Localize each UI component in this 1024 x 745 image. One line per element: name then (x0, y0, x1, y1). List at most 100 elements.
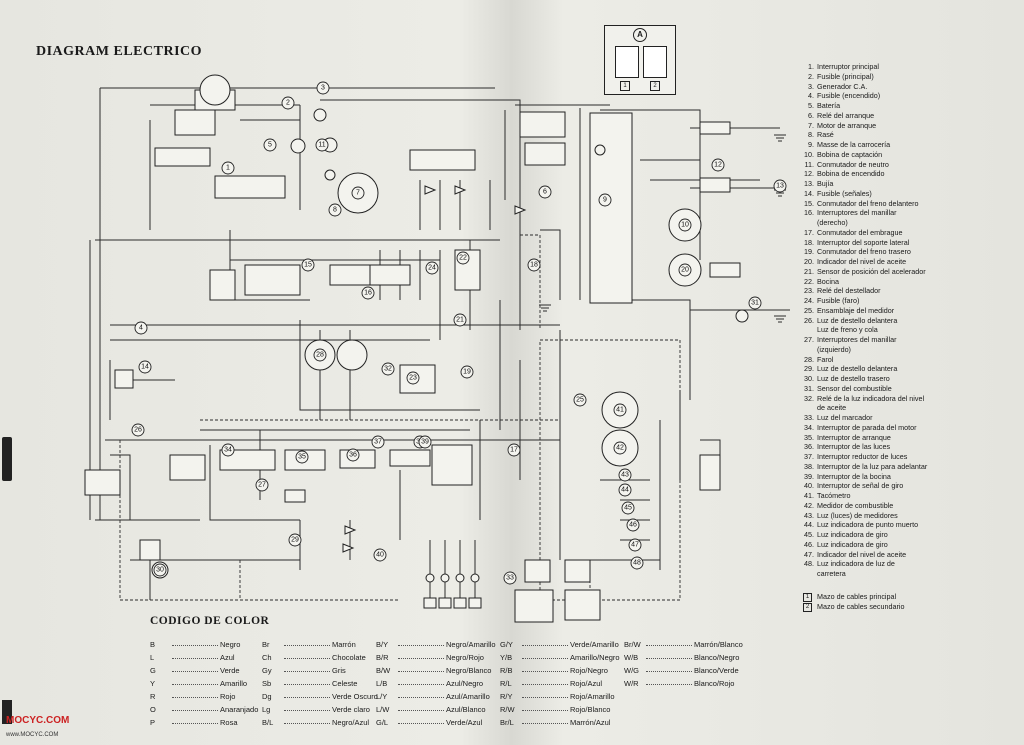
color-name: Negro/Blanco (446, 666, 492, 675)
component-label: Interruptor reductor de luces (817, 452, 908, 461)
marker-number: 5 (268, 142, 272, 149)
component-number: 31. (804, 383, 814, 393)
main-switch-connector (214, 175, 286, 199)
color-name: Rojo/Amarillo (570, 692, 615, 701)
diode (344, 525, 357, 535)
component-number (803, 569, 814, 579)
leader-dots (284, 657, 330, 659)
component-list-item: 3.Generador C.A. (803, 82, 993, 92)
leader-dots (172, 722, 218, 724)
component-list-item: 30.Luz de destello trasero (803, 374, 993, 384)
color-name: Negro/Azul (332, 718, 370, 727)
marker-number: 41 (616, 407, 624, 414)
connector (284, 489, 306, 503)
ignitor-unit (589, 112, 633, 304)
color-code: Br/W (624, 640, 641, 649)
component-number-marker: 13 (773, 179, 787, 193)
component-number-marker: 5 (263, 138, 277, 152)
connector (709, 262, 741, 278)
component-list-item: 26.Luz de destello delantera (803, 316, 993, 326)
component-number-marker: 22 (456, 251, 470, 265)
color-code-entry: R/Y Rojo/Amarillo (500, 692, 620, 705)
connector-group (244, 264, 301, 296)
color-name: Anaranjado (220, 705, 259, 714)
color-name: Gris (332, 666, 346, 675)
component-label: Sensor de posición del acelerador (817, 266, 926, 276)
component-number: 15. (804, 198, 814, 208)
component-list-item: 41.Tacómetro (803, 491, 993, 501)
lamp-socket (438, 597, 452, 609)
color-code: R/Y (500, 692, 513, 701)
color-code: L (150, 653, 155, 662)
component-label: Motor de arranque (817, 120, 877, 130)
bulb (470, 573, 480, 583)
component-label: Conmutador del freno delantero (817, 198, 919, 208)
leader-dots (172, 683, 218, 685)
marker-circle (460, 365, 474, 379)
leader-dots (284, 696, 330, 698)
component-number: 41. (804, 491, 814, 500)
marker-circle (618, 468, 632, 482)
color-code-entry: L/W Azul/Blanco (376, 705, 496, 718)
marker-circle (630, 556, 644, 570)
component-list-item: 25.Ensamblaje del medidor (803, 306, 993, 316)
component-label: Generador C.A. (817, 81, 868, 91)
marker-circle (381, 362, 395, 376)
leader-dots (284, 709, 330, 711)
marker-circle (351, 186, 365, 200)
component-list-item: 7.Motor de arranque (803, 121, 993, 131)
leader-dots (522, 670, 568, 672)
component-number-marker: 45 (621, 501, 635, 515)
component-label: Conmutador del freno trasero (817, 247, 911, 257)
component-label: Fusible (encendido) (817, 91, 881, 101)
component-label: Batería (817, 101, 841, 110)
leader-dots (172, 657, 218, 659)
component-label: (izquierdo) (817, 344, 851, 354)
marker-circle (678, 218, 692, 232)
color-code: G/Y (500, 640, 513, 649)
color-code: L/W (376, 705, 390, 714)
component-number-markers: 1234567891011121314151617181920212223242… (131, 81, 787, 585)
component-list-item: Luz de freno y cola (803, 325, 993, 335)
component-number: 32. (804, 393, 814, 403)
marker-circle (453, 313, 467, 327)
marker-number: 32 (384, 366, 392, 373)
marker-number: 43 (621, 472, 629, 479)
wire (209, 445, 300, 521)
connector (84, 469, 121, 496)
component-label: Interruptor principal (817, 62, 879, 71)
connector (699, 121, 731, 135)
leader-dots (172, 644, 218, 646)
marker-number: 3 (321, 85, 325, 92)
component-number-marker: 17 (507, 443, 521, 457)
diode (424, 185, 437, 195)
component-number-marker: 41 (613, 403, 627, 417)
connector-2-outline (643, 46, 667, 78)
color-name: Azul/Blanco (446, 705, 486, 714)
color-code: R (150, 692, 156, 701)
component-number: 9. (808, 140, 814, 149)
component-number: 17. (804, 227, 814, 237)
marker-number: 10 (681, 222, 689, 229)
leader-dots (522, 657, 568, 659)
component-list-item: 46.Luz indicadora de giro (803, 540, 993, 550)
lamp-socket (453, 597, 467, 609)
component-list-item: 44.Luz indicadora de punto muerto (803, 520, 993, 530)
component-list-item: 39.Interruptor de la bocina (803, 472, 993, 482)
component-label: Bobina de captación (817, 149, 883, 159)
color-code: W/G (624, 666, 639, 675)
component-label: de aceite (817, 403, 847, 413)
marker-number: 44 (621, 487, 629, 494)
component-list-item: 31.Sensor del combustible (803, 384, 993, 394)
connector (699, 177, 731, 193)
relay (114, 369, 134, 389)
wire (320, 99, 521, 330)
